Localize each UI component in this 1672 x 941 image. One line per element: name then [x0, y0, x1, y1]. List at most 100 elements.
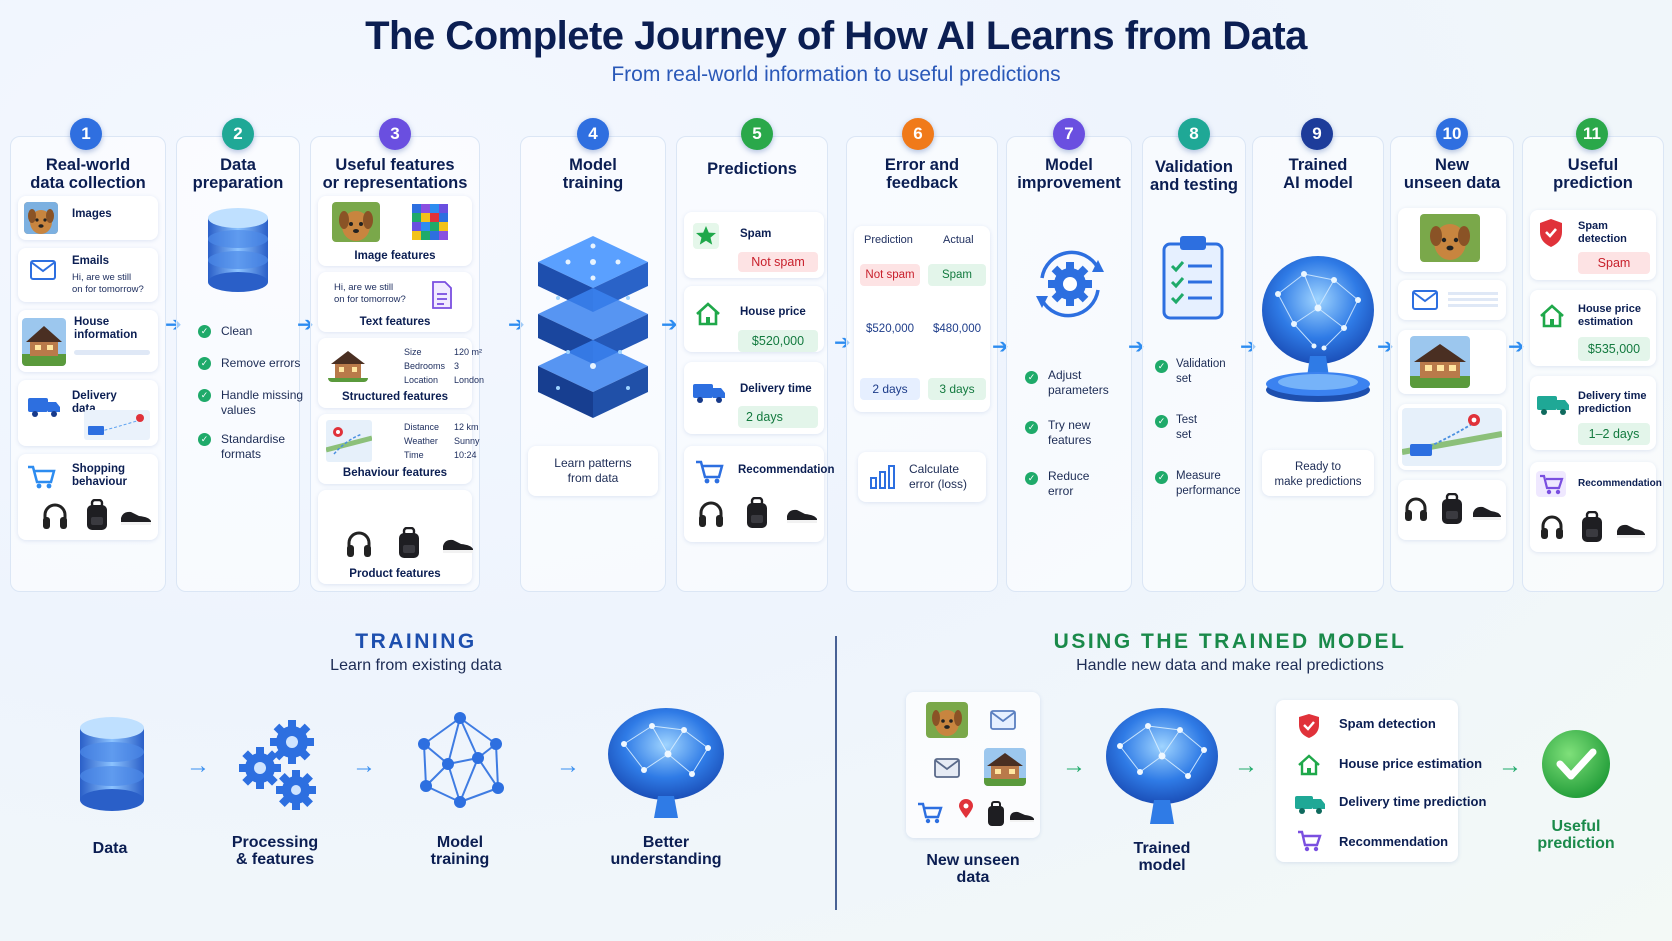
- headphones-icon: [1538, 512, 1566, 542]
- step-11-badge: 11: [1576, 118, 1608, 150]
- shield-icon: [1296, 712, 1322, 740]
- sneaker-icon: [1008, 808, 1036, 824]
- structured-val-1: 120 m²: [454, 347, 483, 357]
- cart-icon: [24, 462, 58, 492]
- output-house-price: House price estimation: [1339, 756, 1483, 771]
- prep-check-2: Remove errors: [221, 356, 301, 370]
- check-icon: ✓: [198, 433, 211, 446]
- prep-check-1: Clean: [221, 324, 253, 338]
- headphones-icon: [40, 500, 70, 532]
- table-actual-3: 3 days: [928, 378, 986, 400]
- headphones-icon: [696, 498, 726, 530]
- structured-val-2: 3: [454, 361, 460, 371]
- gears-icon: [230, 712, 330, 812]
- sneaker-icon: [118, 506, 154, 528]
- cart-icon: [1536, 470, 1566, 498]
- sneaker-icon: [1470, 502, 1504, 522]
- email-lines: [1448, 292, 1498, 308]
- brain-tree-icon: [1254, 244, 1382, 424]
- page-subtitle: From real-world information to useful pr…: [611, 63, 1061, 86]
- home-icon: [1296, 752, 1322, 778]
- dog-photo: [926, 702, 968, 738]
- check-icon: ✓: [1025, 472, 1038, 485]
- table-header-actual: Actual: [943, 234, 974, 246]
- step-10-badge: 10: [1436, 118, 1468, 150]
- spam-result-pill: Spam: [1578, 252, 1650, 274]
- using-subtitle: Handle new data and make real prediction…: [1076, 657, 1384, 674]
- shield-icon: [1536, 218, 1566, 248]
- structured-val-3: London: [454, 375, 485, 385]
- behaviour-features-label: Behaviour features: [342, 467, 448, 479]
- neural-cube-icon: [528, 228, 658, 428]
- behaviour-val-1: 12 km: [454, 422, 479, 432]
- house-photo: [984, 748, 1026, 786]
- arrow-7-8: ➔: [1128, 336, 1145, 358]
- brain-tree-icon: [1100, 704, 1224, 828]
- check-icon: ✓: [1155, 360, 1168, 373]
- neural-network-icon: [404, 704, 516, 816]
- dog-photo: [332, 202, 380, 242]
- delivery-prediction-pill: 1–2 days: [1578, 423, 1650, 445]
- learn-patterns-card: [528, 446, 658, 496]
- check-icon: ✓: [198, 357, 211, 370]
- backpack-icon: [742, 496, 772, 530]
- emails-label: Emails: [72, 255, 110, 267]
- output-spam-detection: Spam detection: [1339, 716, 1436, 731]
- step-7-panel: [1006, 136, 1132, 592]
- brain-icon: [604, 704, 728, 820]
- image-features-label: Image features: [354, 250, 436, 262]
- ready-card: [1262, 450, 1374, 496]
- table-header-prediction: Prediction: [864, 234, 913, 246]
- spam-label: Spam: [740, 228, 772, 240]
- house-estimation-pill: $535,000: [1578, 337, 1650, 361]
- using-title: USING THE TRAINED MODEL: [1053, 630, 1407, 653]
- backpack-icon: [82, 498, 112, 532]
- output-delivery-time: Delivery time prediction: [1339, 794, 1487, 809]
- map-icon: [326, 420, 372, 462]
- step-9-badge: 9: [1301, 118, 1333, 150]
- map-icon: [1402, 408, 1502, 466]
- text-features-label: Text features: [359, 316, 431, 328]
- behaviour-val-2: Sunny: [454, 436, 480, 446]
- check-icon: ✓: [198, 389, 211, 402]
- clipboard-icon: [1158, 232, 1228, 322]
- truck-icon: [1536, 390, 1570, 418]
- email-icon: [28, 258, 58, 282]
- product-features-label: Product features: [349, 568, 441, 580]
- check-icon: ✓: [198, 325, 211, 338]
- step-2-badge: 2: [222, 118, 254, 150]
- structured-key-2: Bedrooms: [404, 361, 446, 371]
- check-icon: ✓: [1025, 371, 1038, 384]
- bottom-divider: [835, 636, 837, 910]
- database-icon: [74, 712, 150, 816]
- house-info-bar: [74, 350, 150, 355]
- map-pin-icon: [84, 410, 150, 440]
- house-price-label: House price: [740, 306, 806, 318]
- success-check-icon: [1536, 724, 1616, 804]
- arrow-10-11: ➔: [1508, 336, 1525, 358]
- pixel-grid-icon: [406, 204, 454, 240]
- cart-icon: [916, 800, 944, 826]
- arrow-6-7: ➔: [992, 336, 1009, 358]
- sneaker-icon: [1614, 520, 1648, 540]
- truck-icon: [26, 392, 62, 420]
- step-3-badge: 3: [379, 118, 411, 150]
- table-pred-1: Not spam: [860, 264, 920, 286]
- behaviour-key-3: Time: [404, 450, 424, 460]
- dog-photo: [1420, 214, 1480, 262]
